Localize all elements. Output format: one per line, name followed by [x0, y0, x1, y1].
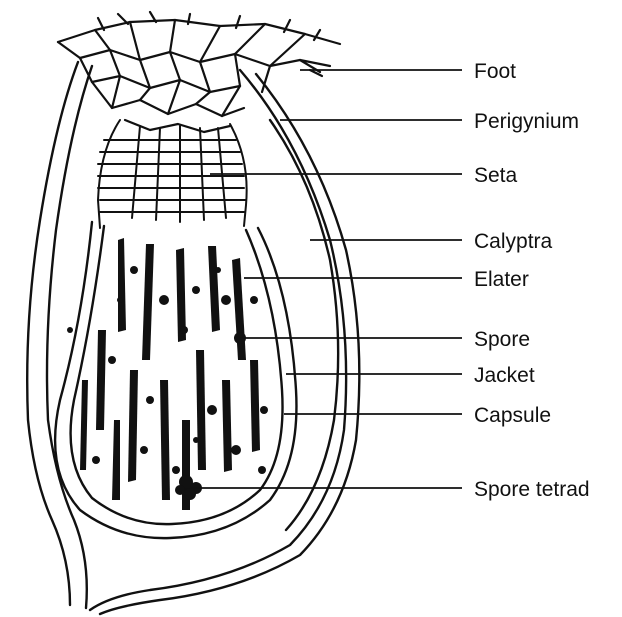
elaters [80, 238, 260, 510]
labels: Foot Perigynium Seta Calyptra Elater Spo… [474, 60, 590, 501]
label-spore: Spore [474, 328, 530, 351]
label-perigynium: Perigynium [474, 110, 579, 133]
label-foot: Foot [474, 60, 516, 83]
label-jacket: Jacket [474, 364, 535, 387]
label-seta: Seta [474, 164, 518, 187]
foot-tissue [58, 12, 340, 132]
label-elater: Elater [474, 268, 529, 291]
label-capsule: Capsule [474, 404, 551, 427]
label-spore-tetrad: Spore tetrad [474, 478, 590, 501]
label-calyptra: Calyptra [474, 230, 553, 253]
